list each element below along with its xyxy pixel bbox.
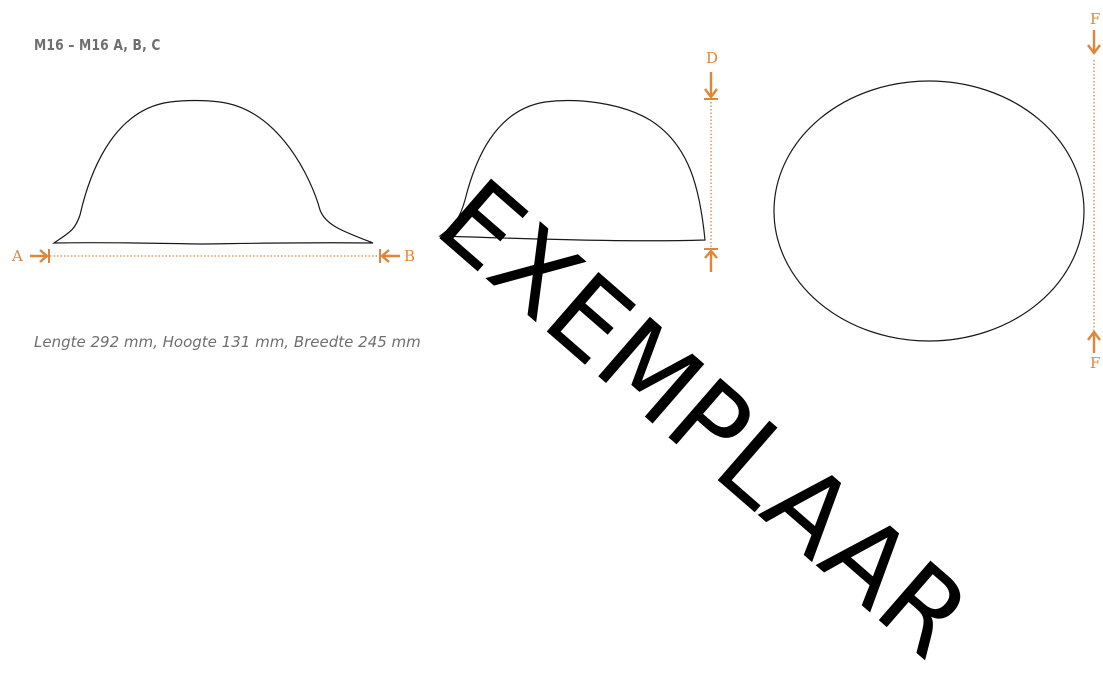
helmet-drawings <box>30 30 1101 353</box>
arrow-f-top-icon <box>1087 30 1101 55</box>
label-f-bottom: F <box>1090 354 1101 372</box>
arrow-d-bottom-icon <box>704 249 718 272</box>
arrow-a-icon <box>30 249 49 263</box>
helmet-top-view-outline <box>773 80 1085 342</box>
label-f-top: F <box>1090 10 1101 28</box>
label-d: D <box>706 49 719 67</box>
label-a: A <box>12 247 23 265</box>
helmet-side-view-outline <box>52 99 374 245</box>
page-title: M16 – M16 A, B, C <box>34 36 161 54</box>
label-b: B <box>404 247 416 265</box>
arrow-f-bottom-icon <box>1087 330 1101 353</box>
arrow-b-icon <box>380 249 400 263</box>
helmet-front-view-outline <box>438 100 706 242</box>
dimensions-caption: Lengte 292 mm, Hoogte 131 mm, Breedte 24… <box>34 333 421 351</box>
arrow-d-top-icon <box>704 72 718 99</box>
